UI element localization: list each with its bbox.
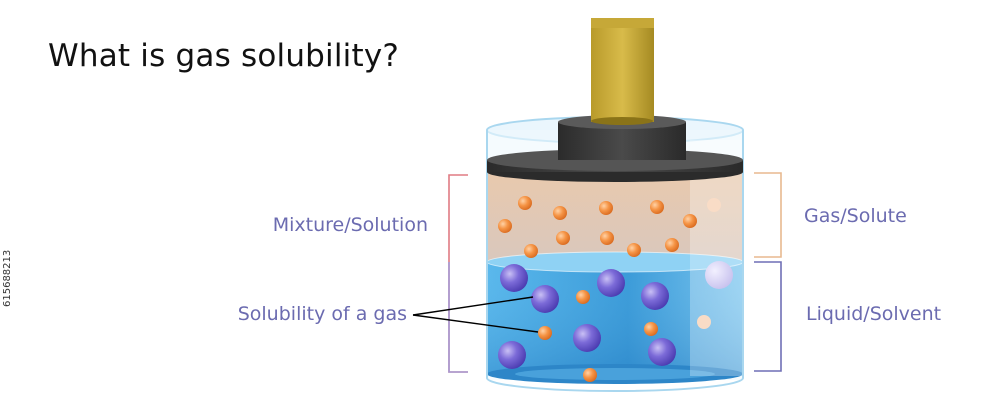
solvent-particle (705, 261, 733, 289)
gas-particle (524, 244, 538, 258)
solvent-particle (597, 269, 625, 297)
solvent-particle (531, 285, 559, 313)
gas-particle (644, 322, 658, 336)
gas-particle (576, 290, 590, 304)
solvent-particle (641, 282, 669, 310)
mixture-bracket (448, 174, 468, 373)
gas-particle (498, 219, 512, 233)
solubility-of-a-gas-label: Solubility of a gas (237, 303, 407, 325)
piston-rod (591, 18, 654, 125)
gas-particle (627, 243, 641, 257)
gas-particle (538, 326, 552, 340)
gas-solute-label: Gas/Solute (804, 205, 907, 227)
gas-particle (599, 201, 613, 215)
solvent-particle (573, 324, 601, 352)
solvent-particle (498, 341, 526, 369)
mixture-solution-label: Mixture/Solution (272, 214, 428, 236)
gas-particle (553, 206, 567, 220)
piston (487, 115, 743, 182)
gas-particle (697, 315, 711, 329)
solvent-particle (648, 338, 676, 366)
gas-bracket (754, 172, 782, 258)
solvent-particle (500, 264, 528, 292)
gas-particle (650, 200, 664, 214)
gas-particle (665, 238, 679, 252)
page-title: What is gas solubility? (48, 38, 400, 74)
gas-particle (600, 231, 614, 245)
gas-particle (707, 198, 721, 212)
gas-particle (556, 231, 570, 245)
particles (498, 196, 733, 382)
liquid-bracket (754, 261, 782, 372)
gas-particle (683, 214, 697, 228)
stock-image-id: 615688213 (2, 249, 13, 307)
liquid-solvent-label: Liquid/Solvent (806, 303, 942, 325)
solubility-pointer-lines (412, 296, 539, 333)
gas-particle (518, 196, 532, 210)
mixture-bracket-lower (448, 262, 468, 373)
gas-particle (583, 368, 597, 382)
